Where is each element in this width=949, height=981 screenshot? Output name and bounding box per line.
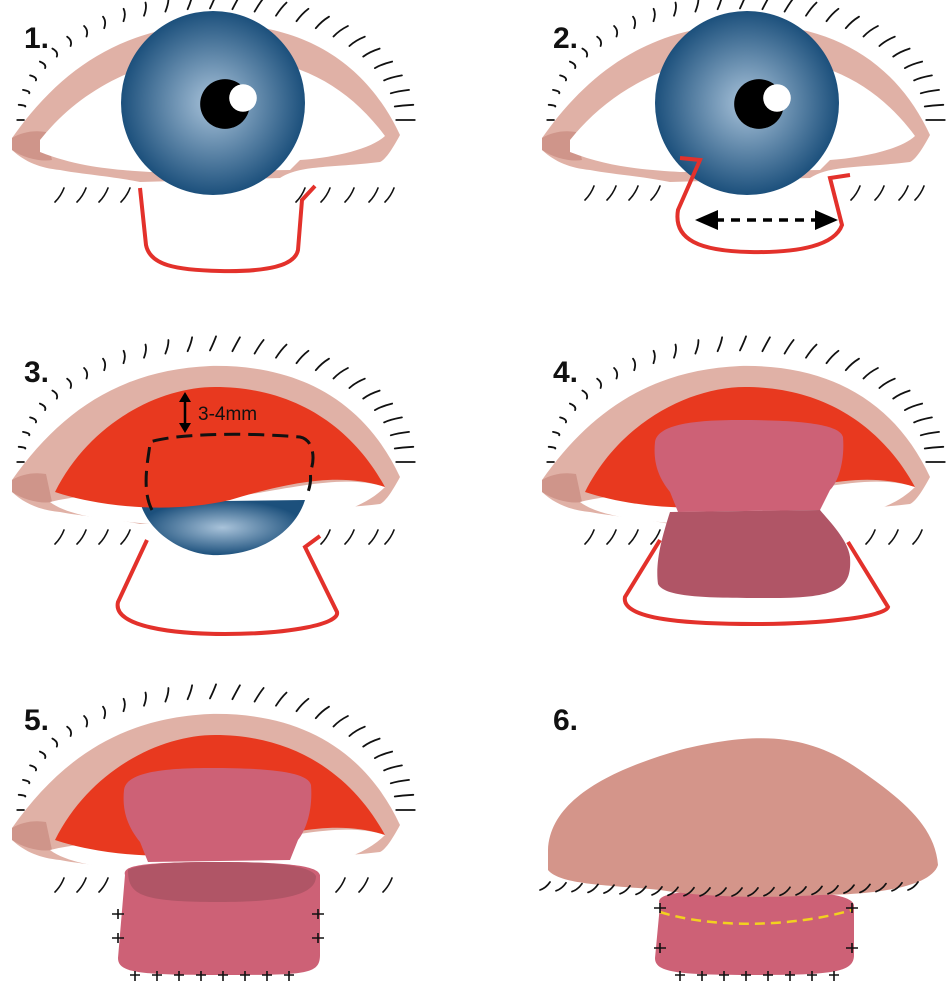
panel-6 (540, 738, 938, 981)
panel-1-label: 1. (24, 22, 49, 55)
inner-canthus (12, 821, 52, 850)
inner-canthus (542, 473, 582, 502)
graft-flap-upper (124, 768, 312, 862)
double-arrow-right-head (815, 210, 838, 230)
inner-canthus (12, 473, 52, 502)
panel-4 (542, 336, 945, 624)
panel-2-label: 2. (553, 22, 578, 55)
panel-2 (542, 0, 945, 252)
closed-eyelid (548, 738, 938, 897)
panel-4-label: 4. (553, 356, 578, 389)
panel-5 (12, 684, 415, 981)
pupil-highlight (229, 84, 257, 112)
dimension-label: 3-4mm (198, 404, 257, 425)
panel-3: 3-4mm (12, 336, 415, 634)
double-arrow-left-head (695, 210, 718, 230)
panel-5-label: 5. (24, 704, 49, 737)
pupil-highlight (763, 84, 791, 112)
incision-outline (140, 186, 315, 271)
graft-fold (128, 862, 316, 902)
graft-flap-lower (657, 510, 850, 598)
graft-flap-upper (655, 420, 844, 512)
panel-1 (12, 0, 415, 271)
graft-flap-lower (655, 890, 854, 975)
panel-6-label: 6. (553, 704, 578, 737)
iris (140, 500, 305, 555)
panel-3-label: 3. (24, 356, 49, 389)
